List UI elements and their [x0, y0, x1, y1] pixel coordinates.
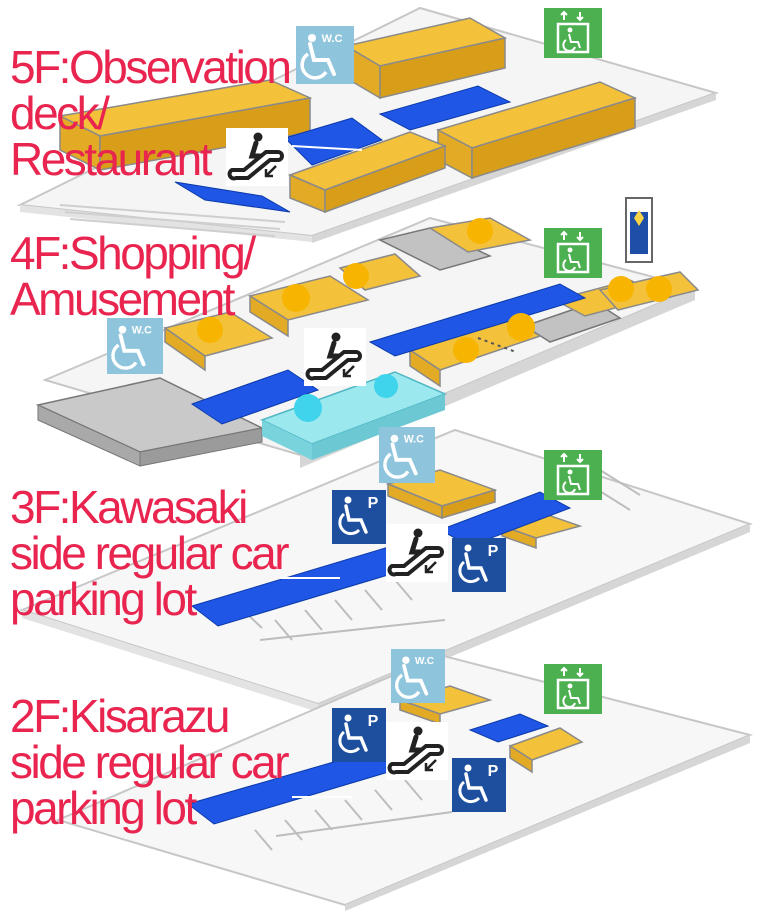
walkway	[174, 85, 512, 213]
accessible-parking-icon: P	[332, 490, 386, 544]
parking-label: P	[368, 495, 379, 512]
restroom-icon: W.C	[378, 427, 436, 483]
floor-label-line: side regular car	[10, 736, 290, 788]
accessible-parking-icon: P	[452, 538, 506, 592]
accessible-parking-icon: P	[332, 708, 386, 762]
elevator-icon	[544, 228, 602, 278]
restroom-icon: W.C	[106, 318, 164, 374]
floor-label-2f: 2F:Kisarazu side regular car parking lot	[10, 690, 290, 834]
floor-label-line: Amusement	[10, 273, 235, 325]
floor-label-line: deck/	[10, 87, 110, 139]
floor-label-line: 5F:Observation	[10, 41, 292, 93]
facility-marker	[197, 218, 672, 363]
escalator-icon	[226, 128, 288, 186]
restroom-label: W.C	[322, 33, 343, 45]
floor-label-5f: 5F:Observation deck/ Restaurant	[10, 41, 292, 185]
floor-label-line: 3F:Kawasaki	[10, 481, 248, 533]
walkway	[190, 283, 587, 425]
escalator-icon	[386, 722, 448, 780]
restroom-icon: W.C	[390, 649, 446, 703]
floor-5f-plan	[16, 6, 720, 243]
floor-label-line: 4F:Shopping/	[10, 227, 256, 279]
information-sign	[625, 197, 653, 263]
restroom-label: W.C	[132, 324, 152, 336]
floor-label-line: 2F:Kisarazu	[10, 690, 230, 742]
parking-label: P	[368, 713, 379, 730]
restroom-icon: W.C	[296, 26, 354, 84]
service-block	[35, 377, 265, 467]
escalator-icon	[386, 524, 448, 582]
floor-label-line: parking lot	[10, 782, 197, 834]
service-block	[377, 227, 493, 271]
elevator-icon	[544, 450, 602, 500]
elevator-icon	[544, 8, 602, 58]
floor-label-3f: 3F:Kawasaki side regular car parking lot	[10, 481, 290, 625]
floor-label-line: Restaurant	[10, 133, 213, 185]
amusement-area	[260, 371, 447, 460]
floor-label-4f: 4F:Shopping/ Amusement	[10, 227, 256, 325]
accessible-parking-icon: P	[452, 758, 506, 812]
parking-label: P	[488, 763, 499, 780]
floor-4f-plan	[35, 197, 700, 468]
shop-block	[57, 17, 638, 214]
restroom-label: W.C	[415, 656, 435, 667]
escalator-icon	[304, 328, 366, 386]
parking-bay-lines	[254, 779, 453, 851]
floor-label-line: parking lot	[10, 573, 197, 625]
floor-label-line: side regular car	[10, 527, 290, 579]
restroom-label: W.C	[404, 433, 424, 445]
parking-label: P	[488, 543, 499, 560]
elevator-icon	[544, 664, 602, 714]
